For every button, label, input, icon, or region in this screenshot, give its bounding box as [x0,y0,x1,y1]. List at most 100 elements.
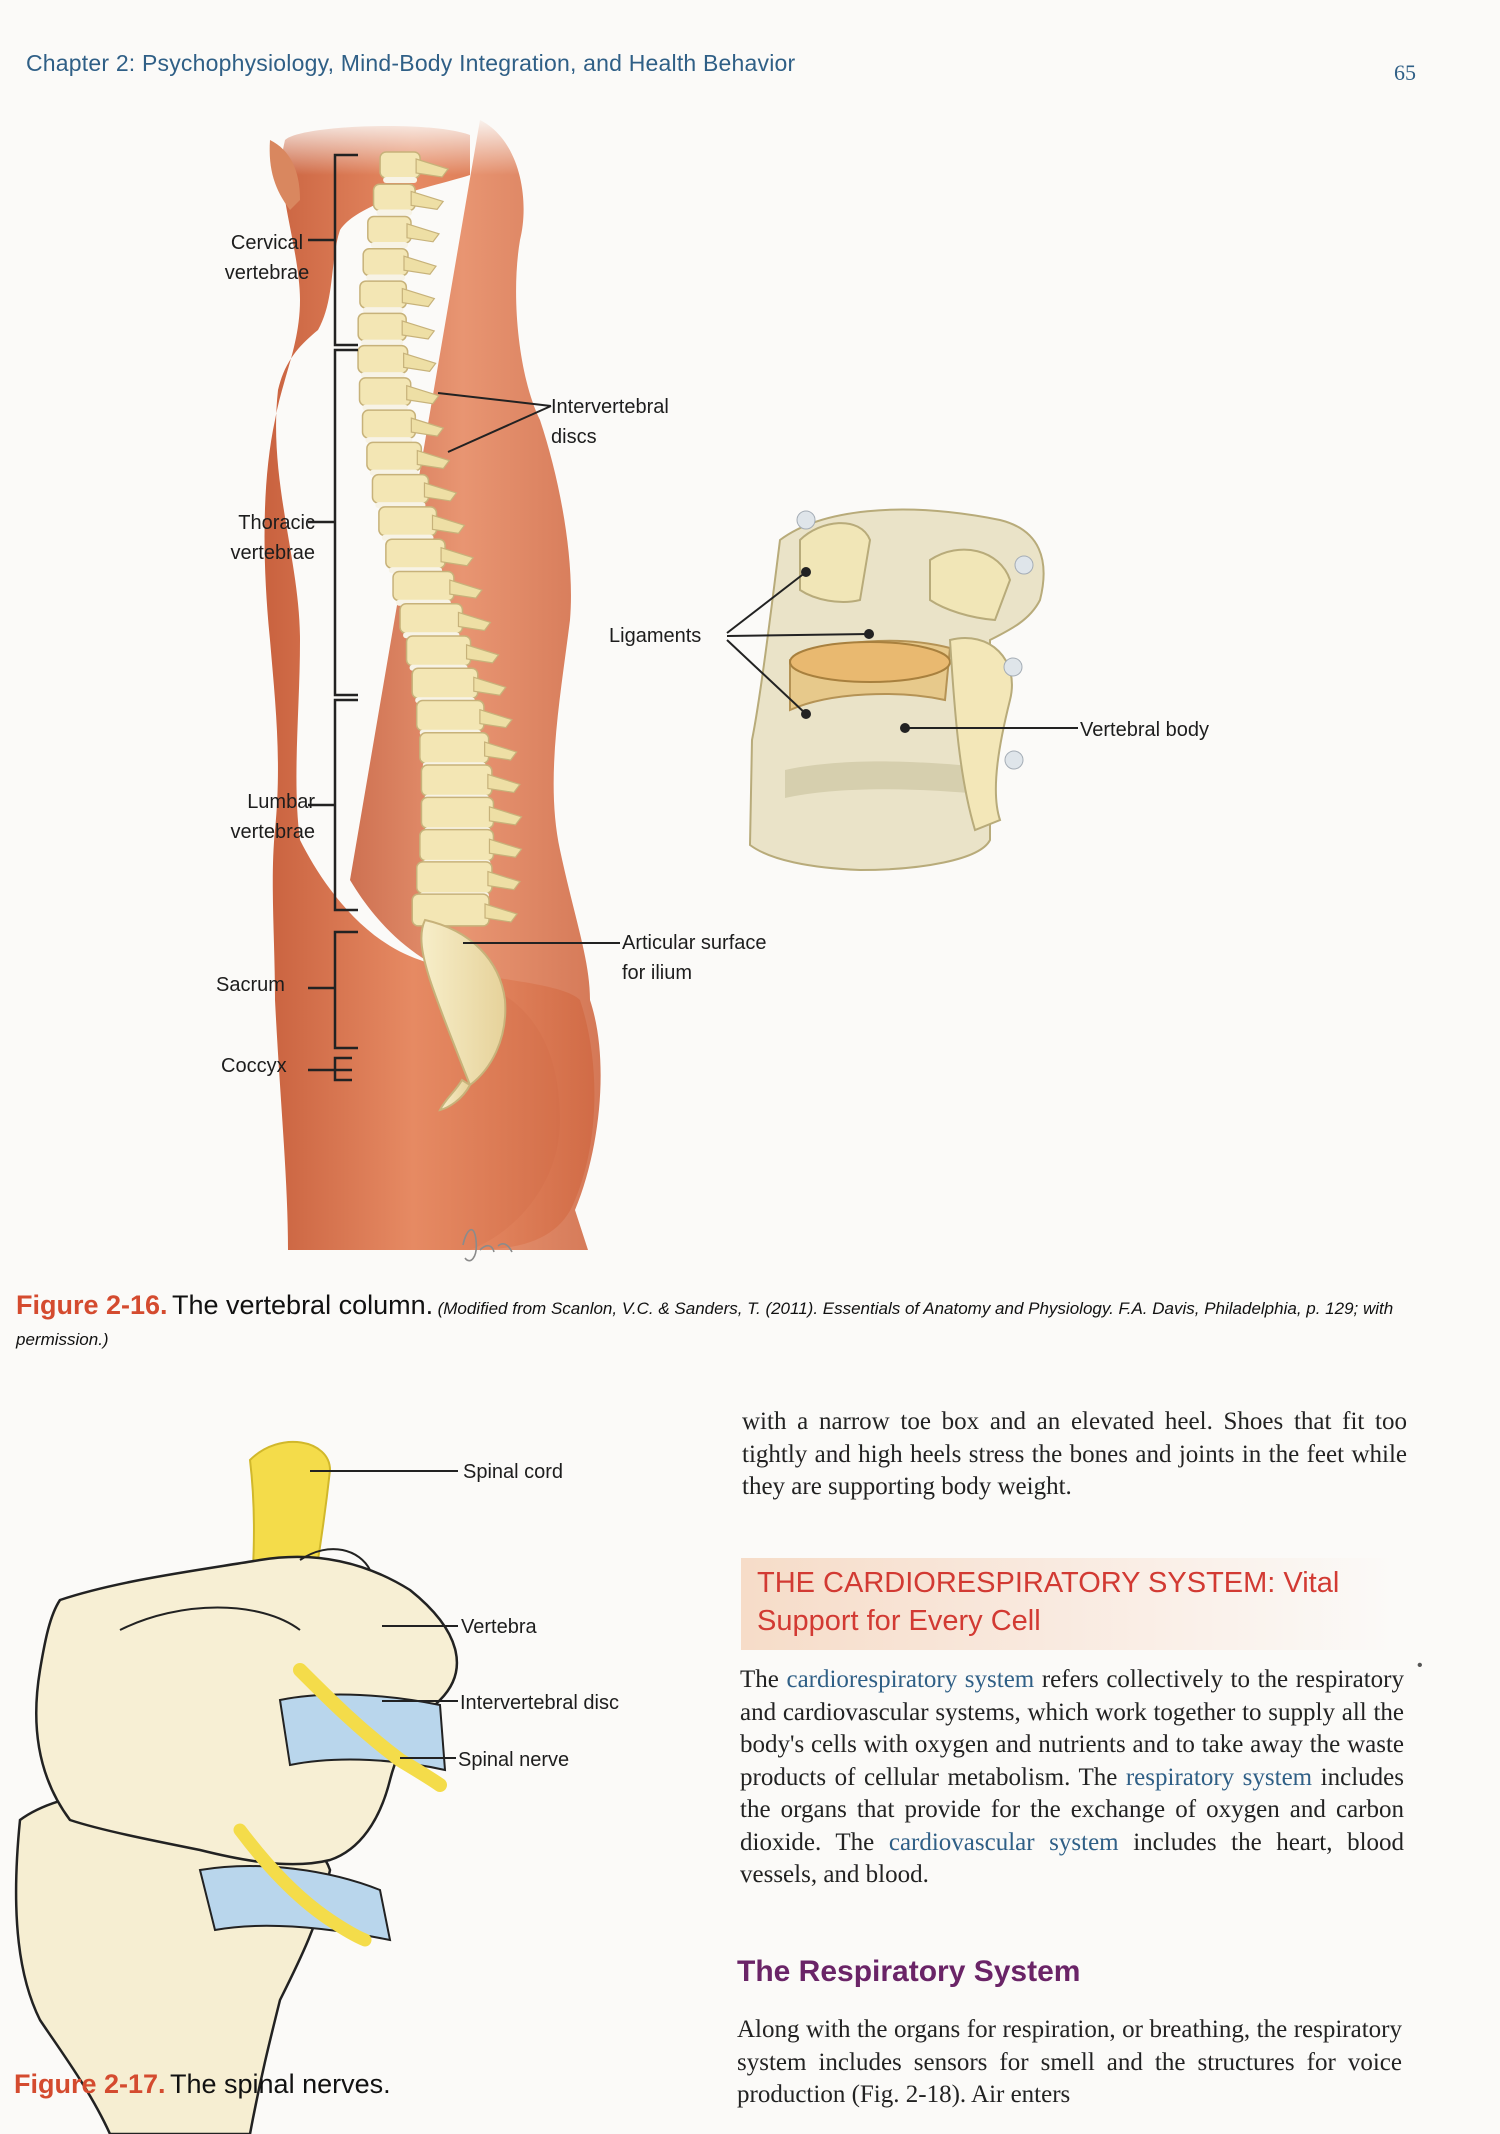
spine-vertebrae-group [357,151,523,927]
upper-vertebra [35,1555,459,1866]
spinous-process-shape [487,773,521,794]
spinous-process-shape [410,190,445,211]
label-cervical-vertebrae: Cervical vertebrae [224,232,310,284]
continuation-paragraph: with a narrow toe box and an elevated he… [742,1408,1407,1500]
spinous-process-shape [401,320,436,340]
label-intervertebral-disc: Intervertebral disc [460,1692,619,1714]
label-articular-surface: Articular surface for ilium [622,932,767,984]
spinous-process-shape [457,611,492,632]
vertebra-shape [357,344,409,374]
vertebra-shape [419,828,495,862]
label-sacrum: Sacrum [216,974,285,996]
spinous-process-shape [484,903,519,923]
label-intervertebral-discs: Intervertebral discs [551,396,669,448]
label-vertebral-body: Vertebral body [1080,719,1209,741]
disc-shape [366,274,405,281]
spinous-process-shape [479,708,513,729]
vertebra-shape [392,570,455,602]
coccyx-shape [438,1078,472,1112]
figure-2-16: Cervical vertebrae Intervertebral discs … [16,115,1393,1349]
figure-2-16-caption: Figure 2-16. The vertebral column. (Modi… [16,1290,1416,1356]
spinous-process-shape [401,287,436,308]
vertebra-shape [366,441,423,472]
spinous-process-shape [406,384,440,405]
disc-shape [361,339,404,346]
vertebra-shape [372,183,416,212]
cardiorespiratory-paragraph: The cardiorespiratory system refers coll… [740,1666,1405,1888]
vertebra-shape [378,506,438,537]
figure-number: Figure 2-17. [14,2069,166,2099]
vertebra-shape [419,732,490,765]
torso-silhouette [264,125,595,1250]
subhead-respiratory-system: The Respiratory System [737,1955,1081,1988]
margin-mark: • [1417,1657,1423,1674]
vertebra-shape [411,667,479,700]
vertebra-shape [367,215,412,244]
spinous-process-shape [473,676,507,696]
figure-title: The vertebral column. [172,1290,434,1320]
artist-signature [462,1228,513,1262]
figure-2-17: Spinal cord Vertebra Intervertebral disc… [0,1400,720,2134]
spinal-nerve-upper [293,1663,447,1792]
spinous-process-shape [410,417,445,437]
spinous-process-shape [488,806,523,826]
figure-title: The spinal nerves. [170,2069,391,2099]
label-coccyx: Coccyx [221,1055,287,1077]
term-cardiovascular-system: cardiovascular system [888,1828,1119,1856]
vertebra-shape [415,699,485,732]
vertebra-shape [385,538,446,569]
vertebra-shape [399,602,464,634]
disc-shape [365,437,413,444]
spinous-process-shape [440,546,475,567]
spinous-process-shape [415,158,450,178]
spinous-process-shape [488,838,523,858]
page-number: 65 [1394,60,1416,85]
disc-shape [361,372,405,379]
running-head: Chapter 2: Psychophysiology, Mind-Body I… [26,50,796,76]
respiratory-paragraph: Along with the organs for respiration, o… [737,2016,1402,2108]
spinal-nerves-illustration [14,1440,459,2134]
term-cardiorespiratory-system: cardiorespiratory system [786,1666,1035,1693]
disc-shape [362,307,404,314]
vertebra-shape [371,473,430,504]
figure-2-17-leaders [310,1470,458,1759]
disc-shape [362,404,408,411]
vertebra-shape [361,409,417,439]
spinous-process-shape [403,352,437,372]
spinous-process-shape [416,449,451,470]
spinous-process-shape [449,579,483,599]
sacrum-shape [420,918,507,1087]
vertebra-shape [405,635,472,667]
label-vertebra: Vertebra [461,1616,537,1638]
spinous-process-shape [484,741,518,761]
disc-shape [370,242,409,249]
label-ligaments: Ligaments [609,625,702,647]
section-title: THE CARDIORESPIRATORY SYSTEM: Vital Supp… [757,1567,1340,1637]
spinous-process-shape [487,870,521,891]
spinal-nerve-lower [233,1823,372,1947]
spinous-process-shape [406,222,440,243]
vertebral-column-illustration [264,115,1078,1262]
vertebra-shape [415,861,493,895]
section-title-background [741,1558,1396,1650]
spinous-process-shape [423,482,458,502]
spinous-process-shape [465,644,500,664]
term-respiratory-system: respiratory system [1125,1763,1313,1791]
vertebra-shape [420,796,495,830]
figure-number: Figure 2-16. [16,1290,168,1320]
label-lumbar-vertebrae: Lumbar vertebrae [230,791,316,843]
disc-shape [383,177,418,183]
spinous-process-shape [431,514,466,534]
spinous-process-shape [403,255,437,275]
disc-shape [376,209,413,216]
vertebra-shape [359,280,408,309]
figure-credit: (Modified from Scanlon, V.C. & Sanders, … [16,1299,1394,1349]
vertebra-shape [357,312,407,342]
vertebral-body-inset [748,508,1045,872]
label-thoracic-vertebrae: Thoracic vertebrae [230,512,316,564]
label-spinal-nerve: Spinal nerve [458,1749,570,1771]
figure-2-17-caption: Figure 2-17. The spinal nerves. [14,2069,391,2100]
vertebra-shape [379,151,421,179]
vertebra-shape [420,764,493,797]
vertebra-shape [362,248,409,277]
